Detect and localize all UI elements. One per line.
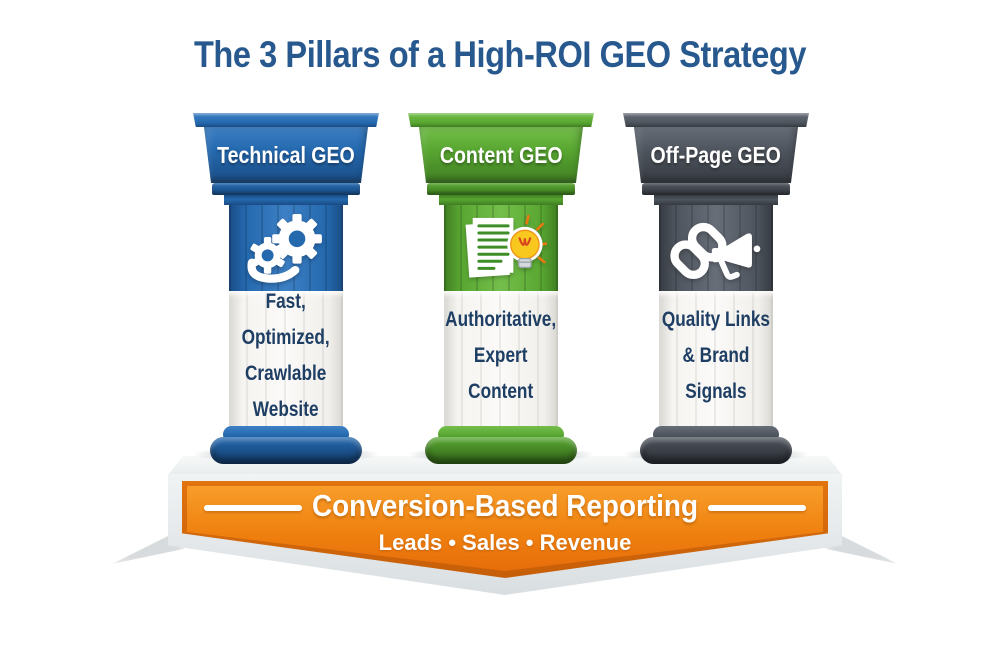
pillar-icon-area <box>229 205 343 291</box>
foundation-title: Conversion-Based Reporting <box>311 488 698 523</box>
pillar-cap-top <box>623 113 809 127</box>
pillar-neck <box>439 195 563 205</box>
pillar-body: Quality Links & Brand Signals <box>659 291 773 428</box>
pillar-body-text: Fast, Optimized, Crawlable Website <box>241 289 331 421</box>
pillar-cap-top <box>408 113 594 127</box>
pillar-label: Off-Page GEO <box>650 141 782 168</box>
pillar-label: Content GEO <box>439 141 563 168</box>
pillar-icon-area <box>444 205 558 291</box>
gears-wrench-icon <box>247 213 322 283</box>
pillar-body-text: Authoritative, Expert Content <box>445 307 557 403</box>
title-dash-right <box>708 505 806 511</box>
pillar-technical-geo: Technical GEO <box>191 113 381 473</box>
pillar-offpage-geo: Off-Page GEO Quality Links & Br <box>621 113 811 473</box>
pillar-capital: Content GEO <box>419 127 583 183</box>
title-dash-left <box>204 505 302 511</box>
foundation-subtitle: Leads • Sales • Revenue <box>378 530 632 555</box>
pillar-body: Authoritative, Expert Content <box>444 291 558 428</box>
pillar-neck <box>654 195 778 205</box>
pillar-base <box>210 437 362 464</box>
pillar-neck <box>224 195 348 205</box>
pillar-capital: Technical GEO <box>204 127 368 183</box>
chain-link-megaphone-icon <box>670 222 761 280</box>
pillar-step <box>642 183 790 195</box>
pillar-icon-area <box>659 205 773 291</box>
pillar-step <box>427 183 575 195</box>
page-title: The 3 Pillars of a High-ROI GEO Strategy <box>193 34 807 75</box>
pillar-body: Fast, Optimized, Crawlable Website <box>229 290 343 428</box>
pillar-base <box>425 437 577 464</box>
pillar-body-text: Quality Links & Brand Signals <box>661 307 771 403</box>
pillar-step <box>212 183 360 195</box>
document-lightbulb-icon <box>465 214 547 278</box>
pillar-base <box>640 437 792 464</box>
pillar-content-geo: Content GEO <box>406 113 596 473</box>
pillar-capital: Off-Page GEO <box>634 127 798 183</box>
pillar-label: Technical GEO <box>217 141 355 168</box>
pillar-cap-top <box>193 113 379 127</box>
